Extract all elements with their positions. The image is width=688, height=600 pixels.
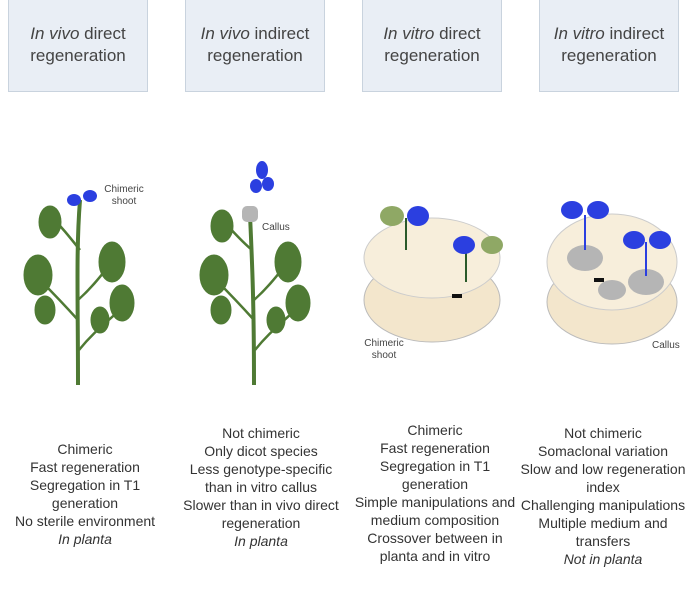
desc-line: Only dicot species [204,443,318,459]
desc-line: In planta [58,531,112,547]
plant-icon [199,209,311,386]
desc-line: Not chimeric [564,425,642,441]
header-in-vivo-indirect: In vivo indirect regeneration [185,0,325,92]
desc-line: Not chimeric [222,425,300,441]
label-chimeric-shoot: Chimeric shoot [364,338,404,361]
desc-line: No sterile environment [14,513,156,529]
label-chimeric-shoot: Chimeric shoot [104,184,144,207]
desc-line: Somaclonal variation [538,443,668,459]
callus-shoot-icon [561,201,671,300]
header-italic: In vitro [383,24,435,43]
header-in-vivo-direct: In vivo direct regeneration [8,0,148,92]
desc-line: Slower than in vivo direct regeneration [183,497,339,531]
plant-icon [23,199,135,386]
header-text: direct regeneration [30,24,126,65]
chimeric-shoot-icon [67,190,97,206]
desc-line: Chimeric [407,422,463,438]
column-in-vivo-direct: Chimeric Fast regeneration Segregation i… [0,440,170,548]
header-text: indirect regeneration [561,24,665,65]
chimeric-shoot-icon [380,206,503,298]
desc-line: In planta [234,533,288,549]
header-in-vitro-direct: In vitro direct regeneration [362,0,502,92]
desc-line: Not in planta [563,551,643,567]
desc-line: Simple manipulations and medium composit… [354,494,516,528]
header-text: direct regeneration [384,24,481,65]
label-callus: Callus [262,222,290,233]
desc-line: Fast regeneration [30,459,140,475]
header-text: indirect regeneration [207,24,310,65]
column-in-vitro-direct: Chimeric Fast regeneration Segregation i… [350,421,520,565]
desc-line: Fast regeneration [380,440,490,456]
header-italic: In vitro [553,24,605,43]
illustrations [23,161,678,386]
desc-line: Segregation in T1 generation [29,477,141,511]
callus-icon [242,206,258,222]
column-in-vitro-indirect: Not chimeric Somaclonal variation Slow a… [518,424,688,568]
header-italic: In vivo [200,24,250,43]
shoot-icon [250,161,274,193]
header-in-vitro-indirect: In vitro indirect regeneration [539,0,679,92]
desc-line: Crossover between in planta and in vitro [367,530,503,564]
column-in-vivo-indirect: Not chimeric Only dicot species Less gen… [176,424,346,550]
header-italic: In vivo [30,24,80,43]
desc-line: Multiple medium and transfers [538,515,668,549]
desc-line: Chimeric [57,441,113,457]
label-callus: Callus [652,340,680,351]
desc-line: Slow and low regeneration index [520,461,686,495]
desc-line: Challenging manipulations [520,497,686,513]
desc-line: Less genotype-specific than in vitro cal… [189,461,333,495]
desc-line: Segregation in T1 generation [379,458,491,492]
petri-dish-icon [363,217,501,343]
